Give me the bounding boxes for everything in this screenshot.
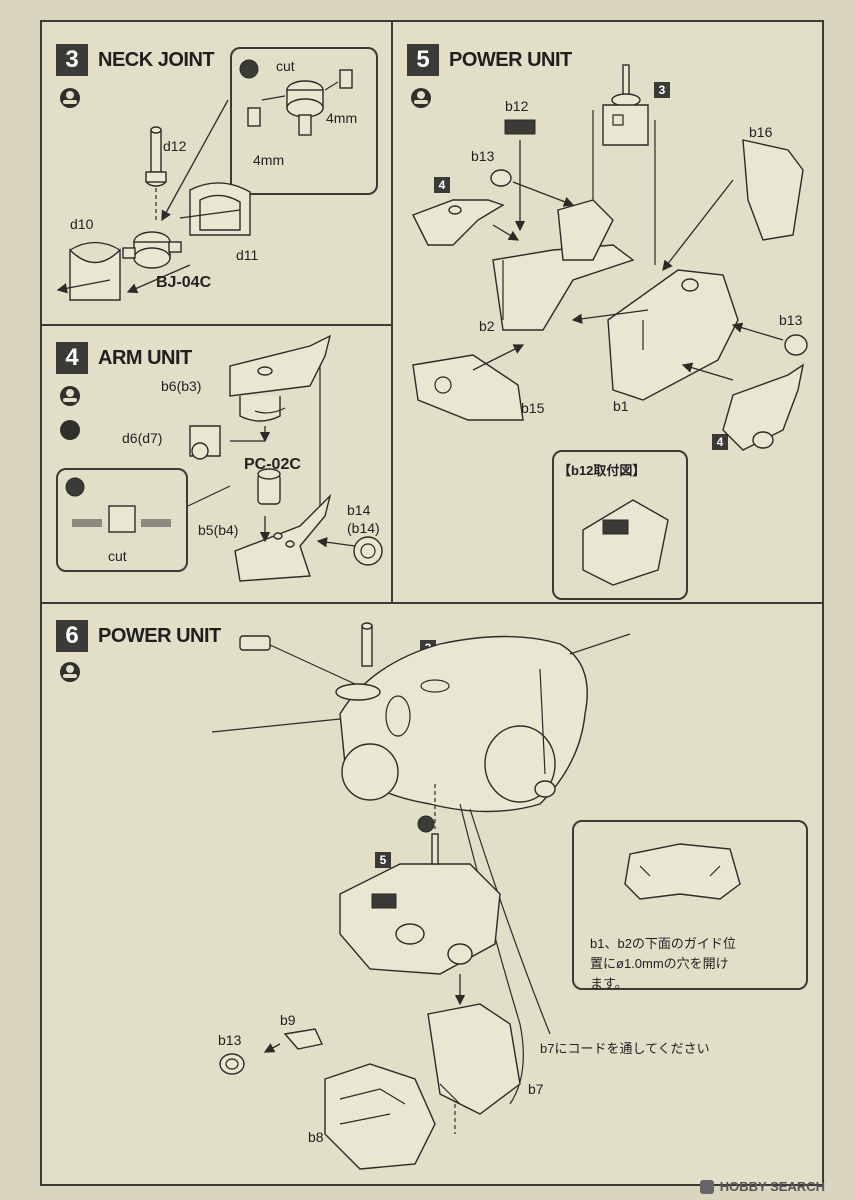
hobby-search-logo-icon bbox=[699, 1179, 714, 1194]
ref-tag-3: 3 bbox=[654, 82, 670, 98]
hobby-search-watermark: HOBBY SEARCH bbox=[699, 1179, 825, 1194]
part-pc02c: PC-02C bbox=[244, 456, 301, 473]
neck-joint-diagram bbox=[56, 59, 353, 301]
cord-note: b7にコードを通してください bbox=[540, 1041, 710, 1056]
watermark-text: HOBBY SEARCH bbox=[719, 1179, 825, 1194]
power-unit-6-diagram bbox=[211, 622, 741, 1170]
part-d11: d11 bbox=[236, 247, 259, 263]
single-person-icon bbox=[411, 88, 431, 108]
drill-note-line-2: 置にø1.0mmの穴を開け bbox=[590, 956, 729, 971]
part-b13: b13 bbox=[218, 1032, 242, 1048]
step-5-panel: 5 POWER UNIT b12 b13 b16 b2 b15 b1 b13 3… bbox=[393, 20, 824, 604]
drill-note-line-1: b1、b2の下面のガイド位 bbox=[590, 936, 736, 951]
single-person-icon bbox=[60, 88, 80, 108]
part-b6-b3: b6(b3) bbox=[161, 378, 202, 394]
part-b7: b7 bbox=[528, 1081, 544, 1097]
step-6-header: 6 POWER UNIT bbox=[56, 620, 221, 652]
part-b5-b4: b5(b4) bbox=[198, 522, 239, 538]
part-d6-d7: d6(d7) bbox=[122, 430, 163, 446]
step-6-title: POWER UNIT bbox=[98, 624, 221, 647]
step-5-title: POWER UNIT bbox=[449, 48, 572, 71]
part-b16: b16 bbox=[749, 124, 773, 140]
step-3-title: NECK JOINT bbox=[98, 48, 215, 71]
step-6-number: 6 bbox=[56, 620, 88, 652]
single-person-icon bbox=[60, 386, 80, 406]
part-b13-right: b13 bbox=[779, 312, 803, 328]
ref-tag-4-right: 4 bbox=[712, 434, 728, 450]
part-b12: b12 bbox=[505, 98, 529, 114]
step-4-panel: 4 ARM UNIT b6(b3) d6(d7) PC-02C b5(b4) b… bbox=[40, 326, 393, 604]
step-6-panel: 6 POWER UNIT 2 5 b9 b13 b8 b7 b1、b2の下面のガ… bbox=[40, 604, 824, 1186]
part-b14: b14 bbox=[347, 502, 371, 518]
single-person-icon bbox=[60, 662, 80, 682]
step-3-panel: 3 NECK JOINT cut 4mm 4mm d12 d10 d11 BJ-… bbox=[40, 20, 393, 326]
drill-note: b1、b2の下面のガイド位 置にø1.0mmの穴を開け ます。 bbox=[590, 934, 736, 994]
arm-unit-diagram bbox=[65, 334, 383, 582]
step-3-header: 3 NECK JOINT bbox=[56, 44, 215, 76]
part-d12: d12 bbox=[163, 138, 187, 154]
dimension-b: 4mm bbox=[253, 152, 285, 168]
cut-label: cut bbox=[108, 548, 127, 564]
step-4-title: ARM UNIT bbox=[98, 346, 192, 369]
ref-tag-5: 5 bbox=[375, 852, 391, 868]
part-b14-alt: (b14) bbox=[347, 520, 380, 536]
times-two-badge bbox=[60, 420, 80, 440]
power-unit-5-diagram bbox=[412, 64, 808, 586]
part-b1: b1 bbox=[613, 398, 629, 414]
b12-mounting-title: 【b12取付図】 bbox=[558, 463, 646, 478]
part-b9: b9 bbox=[280, 1012, 296, 1028]
dimension-a: 4mm bbox=[326, 110, 358, 126]
step-3-number: 3 bbox=[56, 44, 88, 76]
joint-bj04c: BJ-04C bbox=[156, 274, 212, 291]
part-b15: b15 bbox=[521, 400, 545, 416]
step-5-number: 5 bbox=[407, 44, 439, 76]
ref-tag-4: 4 bbox=[434, 177, 450, 193]
part-b2: b2 bbox=[479, 318, 495, 334]
part-b13: b13 bbox=[471, 148, 495, 164]
part-b8: b8 bbox=[308, 1129, 324, 1145]
part-d10: d10 bbox=[70, 216, 94, 232]
drill-note-line-3: ます。 bbox=[590, 976, 628, 991]
step-5-header: 5 POWER UNIT bbox=[407, 44, 572, 76]
step-4-header: 4 ARM UNIT bbox=[56, 342, 192, 374]
cut-label: cut bbox=[276, 58, 295, 74]
step-4-number: 4 bbox=[56, 342, 88, 374]
